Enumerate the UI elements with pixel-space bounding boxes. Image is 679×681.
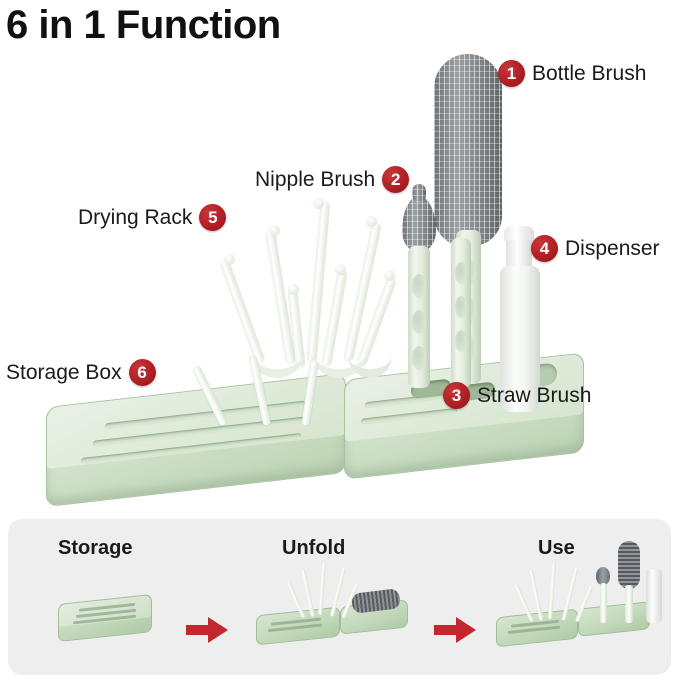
badge-2: 2 <box>382 166 410 193</box>
callout-label-storage-box: Storage Box <box>6 360 122 384</box>
usage-steps-panel: Storage Unfold <box>8 519 671 675</box>
badge-5: 5 <box>199 204 227 231</box>
hero-product-illustration: 1 Bottle Brush Nipple Brush 2 Drying Rac… <box>0 48 679 510</box>
bottle-brush-head <box>434 54 502 246</box>
callout-label-nipple-brush: Nipple Brush <box>255 167 376 191</box>
dispenser-bottle <box>494 226 546 412</box>
peg-junction <box>310 348 368 378</box>
nipple-brush-head <box>402 196 436 252</box>
callout-straw-brush: 3 Straw Brush <box>443 382 591 409</box>
page-title: 6 in 1 Function <box>6 3 281 47</box>
storage-box-closed <box>58 594 152 642</box>
use-pegs <box>514 562 596 623</box>
step-storage: Storage <box>46 537 206 657</box>
badge-6: 6 <box>128 359 156 386</box>
dispenser-pump-head <box>504 226 534 242</box>
callout-label-drying-rack: Drying Rack <box>78 205 193 229</box>
badge-4: 4 <box>531 235 558 262</box>
callout-label-bottle-brush: Bottle Brush <box>532 61 647 85</box>
unfold-pegs <box>286 562 362 619</box>
callout-drying-rack: Drying Rack 5 <box>78 204 227 231</box>
arrow-unfold-to-use <box>434 615 476 645</box>
drying-rack-front-pegs <box>192 338 386 427</box>
callout-storage-box: Storage Box 6 <box>6 359 156 386</box>
arrow-storage-to-unfold <box>186 615 228 645</box>
straw-brush <box>448 238 474 398</box>
callout-nipple-brush: Nipple Brush 2 <box>255 166 410 193</box>
use-bottle-brush <box>618 541 640 623</box>
peg-junction <box>348 354 392 378</box>
step-use: Use <box>496 527 676 669</box>
step-label-use: Use <box>538 537 575 559</box>
step-unfold: Unfold <box>256 537 436 667</box>
dispenser-body <box>500 266 540 412</box>
step-label-unfold: Unfold <box>282 537 346 559</box>
peg-junction <box>248 348 306 378</box>
use-dispenser <box>646 569 662 623</box>
nipple-brush-neck <box>412 184 426 202</box>
step-label-storage: Storage <box>58 537 133 559</box>
callout-label-dispenser: Dispenser <box>565 236 660 260</box>
badge-3: 3 <box>443 382 470 409</box>
dispenser-collar <box>506 240 532 268</box>
use-nipple-brush <box>596 567 610 623</box>
callout-label-straw-brush: Straw Brush <box>477 383 592 407</box>
drying-rack-pegs <box>218 198 418 418</box>
nipple-brush <box>394 184 446 388</box>
callout-bottle-brush: 1 Bottle Brush <box>498 60 646 87</box>
badge-1: 1 <box>498 60 525 87</box>
callout-dispenser: 4 Dispenser <box>531 235 660 262</box>
